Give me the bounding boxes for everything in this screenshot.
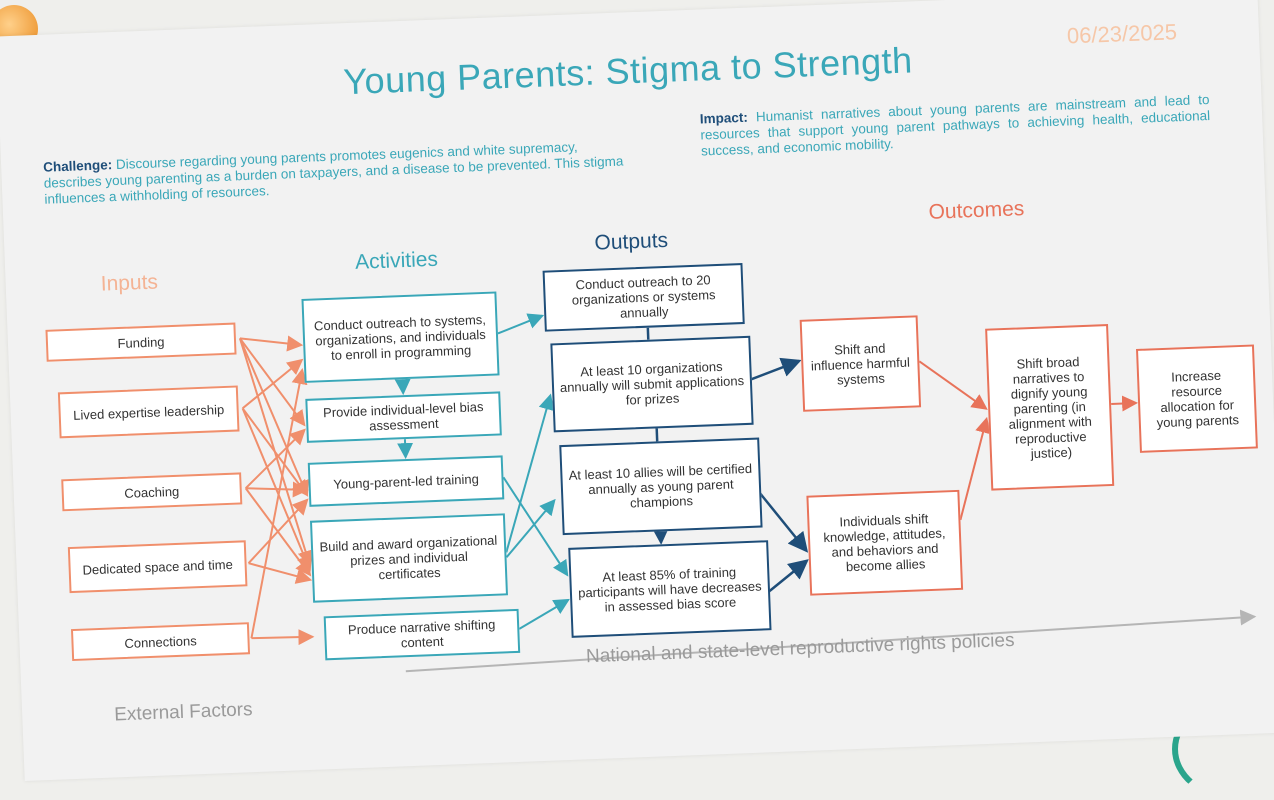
outputs-heading: Outputs <box>594 229 668 256</box>
output-allies-certified: At least 10 allies will be certified ann… <box>559 438 762 536</box>
input-connections: Connections <box>71 622 250 661</box>
inputs-heading: Inputs <box>100 270 158 296</box>
activity-prizes: Build and award organizational prizes an… <box>310 513 508 602</box>
activities-heading: Activities <box>355 248 439 275</box>
input-lived-expertise: Lived expertise leadership <box>58 385 240 438</box>
output-bias-decrease: At least 85% of training participants wi… <box>568 540 771 638</box>
impact-label: Impact: <box>700 110 749 127</box>
output-applications: At least 10 organizations annually will … <box>550 336 753 433</box>
output-outreach: Conduct outreach to 20 organizations or … <box>543 263 745 332</box>
activity-bias-assessment: Provide individual-level bias assessment <box>305 391 502 442</box>
outcome-resource-allocation: Increase resource allocation for young p… <box>1136 344 1258 452</box>
activity-narrative-content: Produce narrative shifting content <box>324 609 521 660</box>
logic-model-slide: 06/23/2025 Young Parents: Stigma to Stre… <box>0 0 1274 781</box>
outcomes-heading: Outcomes <box>928 197 1025 225</box>
outcome-individuals-allies: Individuals shift knowledge, attitudes, … <box>806 490 963 596</box>
outcome-shift-systems: Shift and influence harmful systems <box>800 315 921 411</box>
outcome-shift-narratives: Shift broad narratives to dignify young … <box>985 324 1114 491</box>
challenge-label: Challenge: <box>43 157 113 175</box>
activity-outreach: Conduct outreach to systems, organizatio… <box>301 291 499 382</box>
input-dedicated-space: Dedicated space and time <box>68 540 248 593</box>
activity-training: Young-parent-led training <box>308 455 505 506</box>
date-stamp: 06/23/2025 <box>1066 19 1177 49</box>
